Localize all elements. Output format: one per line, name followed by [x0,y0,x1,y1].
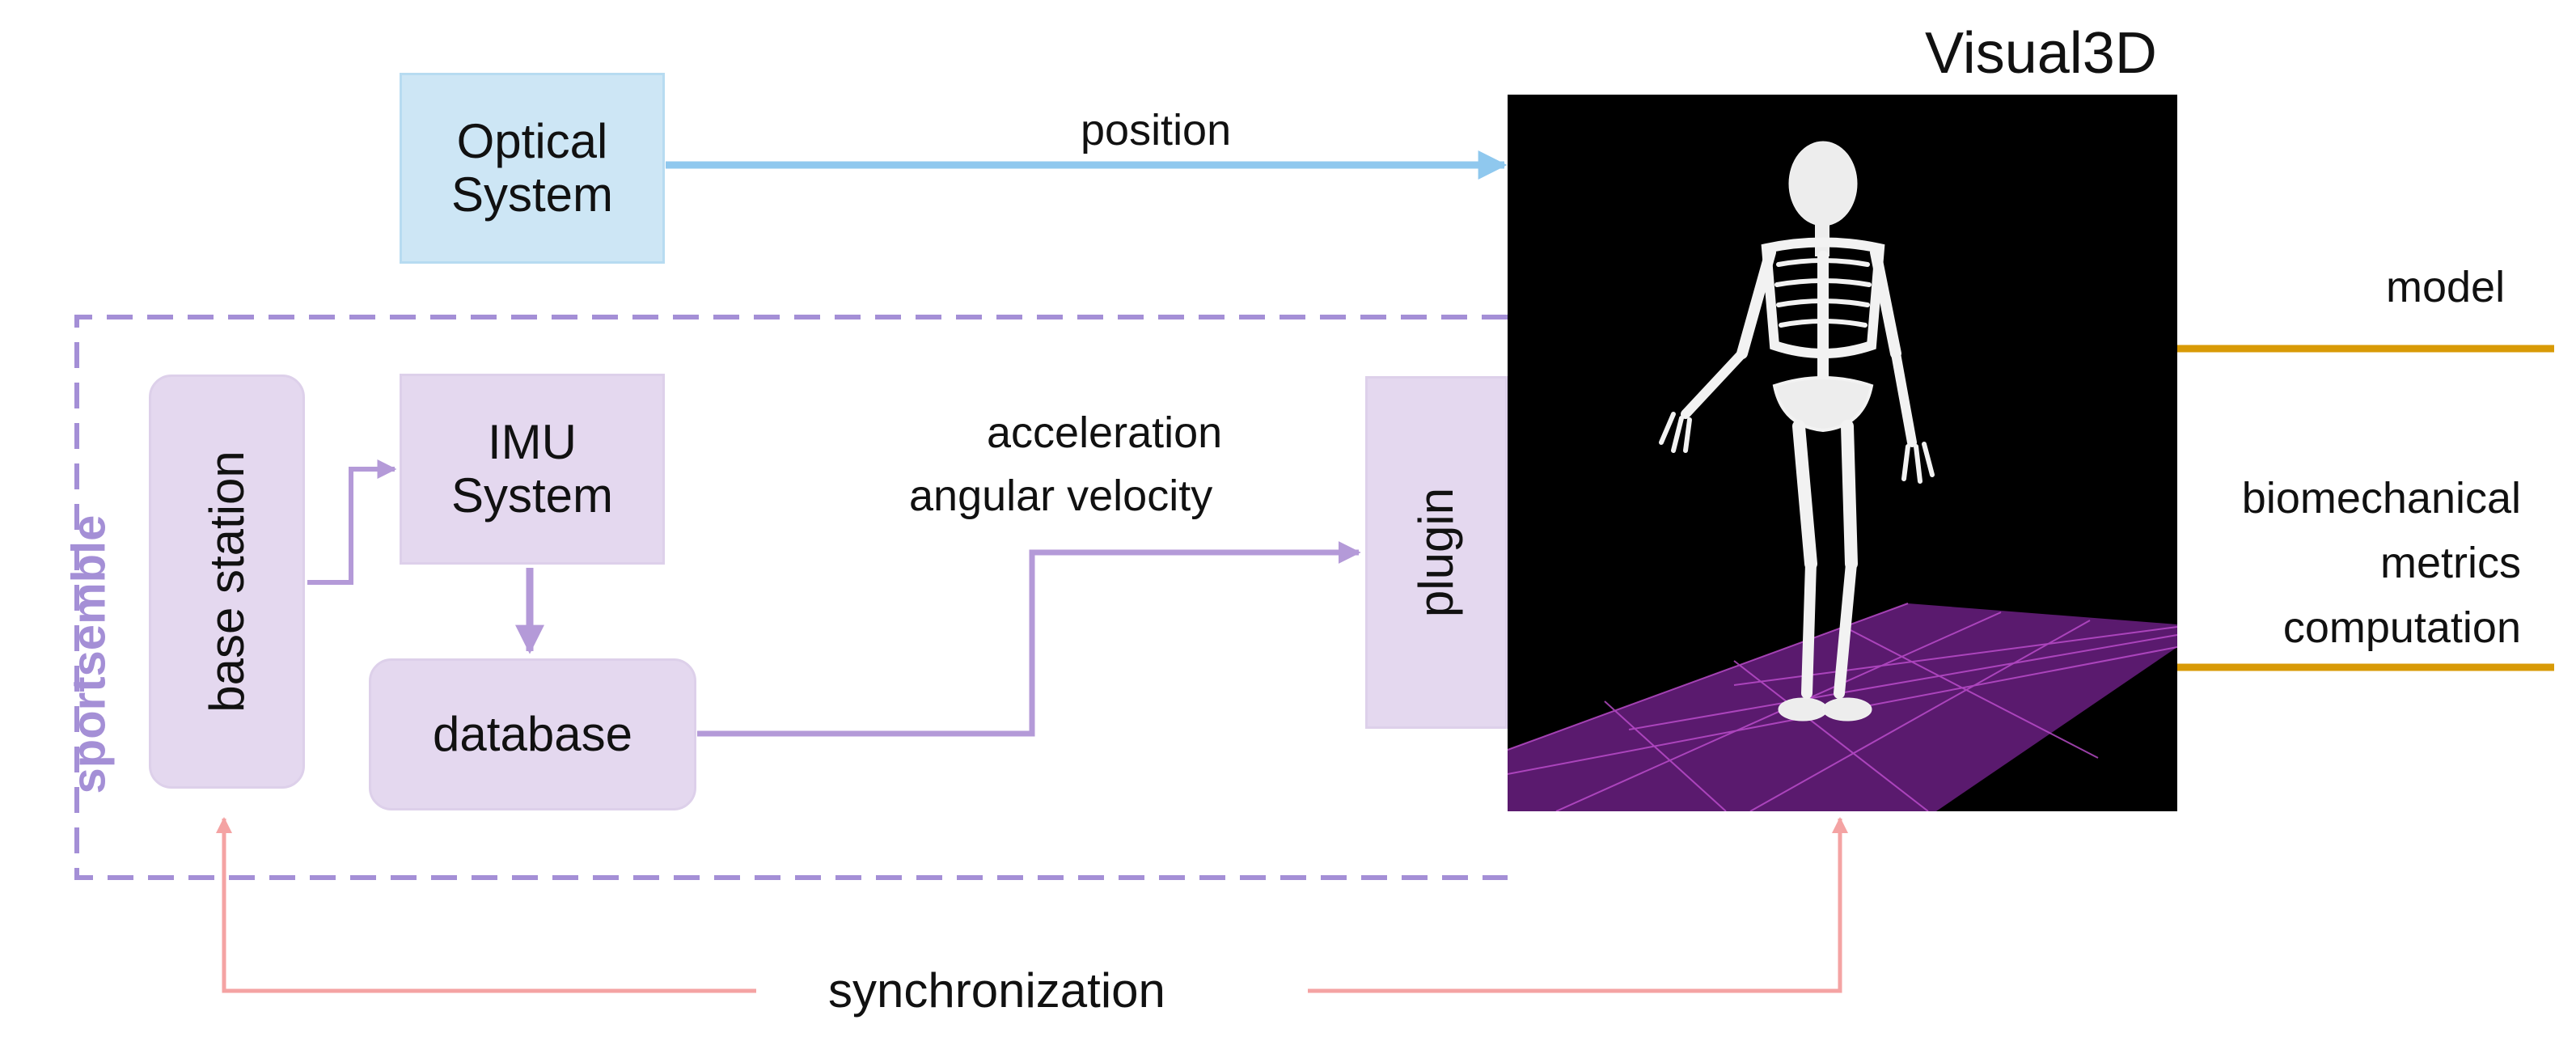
position-edge-label: position [1081,106,1232,154]
acceleration-edge-label: acceleration [987,408,1223,457]
metrics-output-line1: biomechanical [2241,474,2521,523]
imu-system-node: IMU System [400,374,665,565]
sportsemble-group-border [74,315,1508,880]
sync-arrow-right [1308,817,1848,993]
database-label: database [433,707,632,761]
synchronization-edge-label: synchronization [828,963,1165,1018]
optical-system-node: Optical System [400,73,665,264]
metrics-output-label: biomechanical metrics computation [2242,466,2521,660]
metrics-output-line2: metrics [2380,539,2521,587]
database-node: database [369,658,696,810]
visual3d-viewport [1508,95,2177,811]
plugin-node: plugin [1365,376,1508,729]
model-output-label: model [2386,263,2506,311]
plugin-label: plugin [1408,487,1463,618]
database-to-plugin-arrow [697,541,1361,737]
sync-arrow-left [216,817,756,993]
metrics-output-line3: computation [2282,603,2521,652]
imu-system-label-line2: System [450,468,614,523]
optical-system-label-line2: System [450,167,614,222]
base-to-imu-arrow [307,459,397,585]
base-station-node: base station [149,375,305,789]
optical-system-label-line1: Optical [456,114,608,168]
sportsemble-group-label: sportsemble [62,514,116,794]
diagram-title: Visual3D [1925,21,2157,86]
base-station-label: base station [199,451,254,713]
imu-system-label-line1: IMU [488,415,577,469]
angular-velocity-edge-label: angular velocity [909,472,1213,520]
skeleton-figure-icon [1508,141,2177,811]
skeleton [1659,141,1935,722]
